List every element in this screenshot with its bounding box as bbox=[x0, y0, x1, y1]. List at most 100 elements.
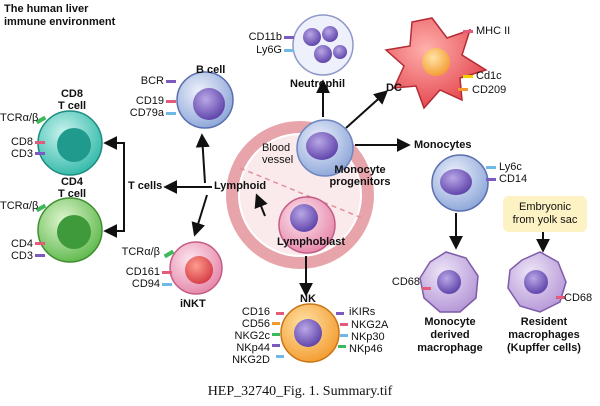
dc-marker-mhc-ii: MHC II bbox=[476, 25, 511, 37]
b-cell-marker-cd19: CD19 bbox=[135, 95, 164, 107]
inkt-marker-cd161: CD161 bbox=[125, 266, 160, 278]
inkt-cell-nucleus bbox=[185, 256, 213, 284]
mono-macrophage-title-2: derived bbox=[430, 329, 470, 341]
cd4-marker-tcr: TCRα/β bbox=[0, 200, 39, 212]
dc-nucleus bbox=[422, 48, 450, 76]
arrow-lymphoblast-to-lymphoid bbox=[254, 193, 268, 217]
nk-title: NK bbox=[300, 293, 316, 305]
figure-title-line-1: The human liver bbox=[4, 3, 89, 15]
b-cell-nucleus bbox=[193, 88, 225, 120]
nk-receptor bbox=[276, 312, 284, 315]
tcr-receptor bbox=[35, 203, 47, 213]
mono-macrophage-marker-cd68: CD68 bbox=[391, 276, 420, 288]
cd94-receptor bbox=[162, 283, 172, 286]
cd8-t-cell-title-2: T cell bbox=[57, 100, 87, 112]
cd1c-receptor bbox=[463, 75, 473, 78]
nk-marker-left-3: NKG2c bbox=[234, 330, 270, 342]
cd8-receptor bbox=[35, 141, 45, 144]
nk-receptor bbox=[272, 333, 280, 336]
arrow-to-cd8-t-cell bbox=[103, 136, 125, 187]
nk-cell-nucleus bbox=[294, 319, 322, 347]
cd4-marker-cd4: CD4 bbox=[10, 238, 33, 250]
cd209-receptor bbox=[458, 88, 468, 91]
nk-receptor bbox=[338, 345, 346, 348]
inkt-marker-tcr: TCRα/β bbox=[121, 246, 160, 258]
nk-marker-left-5: NKG2D bbox=[232, 354, 270, 366]
inkt-title: iNKT bbox=[180, 298, 206, 310]
mono-macrophage-title-1: Monocyte bbox=[424, 316, 476, 328]
yolk-sac-line-2: from yolk sac bbox=[512, 214, 578, 226]
lymphoid-label: Lymphoid bbox=[214, 180, 267, 192]
t-cells-label: T cells bbox=[128, 180, 163, 192]
lymphoblast-nucleus bbox=[290, 204, 318, 232]
nk-marker-right-1: iKIRs bbox=[349, 306, 376, 318]
inkt-marker-cd94: CD94 bbox=[131, 278, 160, 290]
neutrophil-marker-cd11b: CD11b bbox=[248, 31, 282, 43]
cd161-receptor bbox=[162, 271, 172, 274]
arrow-to-cd4-t-cell bbox=[103, 187, 125, 238]
nk-receptor bbox=[340, 334, 348, 337]
cd8-marker-cd8: CD8 bbox=[10, 136, 33, 148]
cd8-marker-tcr: TCRα/β bbox=[0, 112, 39, 124]
nk-marker-right-2: NKG2A bbox=[351, 319, 389, 331]
monocytes-title: Monocytes bbox=[414, 139, 472, 151]
neutrophil-nucleus-lobe bbox=[333, 45, 347, 59]
blood-vessel-ring bbox=[226, 121, 374, 269]
macrophage-nucleus bbox=[437, 270, 461, 294]
nk-receptor bbox=[336, 312, 344, 315]
nk-receptor bbox=[276, 355, 284, 358]
dc-marker-cd209: CD209 bbox=[472, 84, 507, 96]
dc-marker-cd1c: Cd1c bbox=[476, 70, 502, 82]
cd4-t-cell-title-1: CD4 bbox=[60, 176, 83, 188]
b-cell-marker-cd79a: CD79a bbox=[129, 107, 164, 119]
resident-macrophage-title-2: macrophages bbox=[508, 329, 580, 341]
monocyte-nucleus bbox=[440, 169, 472, 195]
monocyte-progenitor-nucleus bbox=[306, 132, 338, 160]
cd8-marker-cd3: CD3 bbox=[10, 148, 33, 160]
yolk-sac-line-1: Embryonic bbox=[519, 201, 571, 213]
figure-title-line-2: immune environment bbox=[4, 16, 116, 28]
dc-title: DC bbox=[386, 82, 402, 94]
blood-vessel-label-2: vessel bbox=[262, 154, 294, 166]
neutrophil-title: Neutrophil bbox=[290, 78, 345, 90]
arrow-to-b-cell bbox=[195, 133, 210, 184]
nk-marker-left-2: CD56 bbox=[241, 318, 270, 330]
nk-receptor bbox=[272, 322, 280, 325]
nk-marker-left-4: NKp44 bbox=[236, 342, 270, 354]
tcr-receptor bbox=[35, 115, 47, 125]
ly6g-receptor bbox=[284, 49, 294, 52]
lymphoblast-label: Lymphoblast bbox=[277, 236, 346, 248]
tcr-receptor bbox=[163, 249, 175, 259]
nk-receptor bbox=[272, 344, 280, 347]
neutrophil-marker-ly6g: Ly6G bbox=[256, 44, 282, 56]
nk-receptor bbox=[340, 323, 348, 326]
mhc-ii-receptor bbox=[463, 30, 473, 33]
resident-macrophage-title-1: Resident bbox=[520, 316, 568, 328]
monocyte-marker-ly6c: Ly6c bbox=[499, 161, 522, 173]
ly6c-receptor bbox=[486, 166, 496, 169]
cd4-marker-cd3: CD3 bbox=[10, 250, 33, 262]
cd11b-receptor bbox=[284, 36, 294, 39]
bcr-receptor bbox=[166, 80, 176, 83]
resident-macrophage-marker-cd68: CD68 bbox=[564, 292, 593, 304]
cd4-receptor bbox=[35, 242, 45, 245]
cd68-receptor bbox=[556, 296, 565, 299]
monocyte-progenitors-label-1: Monocyte bbox=[334, 164, 386, 176]
neutrophil-nucleus-lobe bbox=[303, 28, 321, 46]
cd4-t-cell-title-2: T cell bbox=[57, 188, 87, 200]
vessel-divider bbox=[239, 167, 363, 219]
arrow-to-dc bbox=[345, 90, 389, 129]
nk-marker-left-1: CD16 bbox=[241, 306, 270, 318]
neutrophil-nucleus-lobe bbox=[314, 45, 332, 63]
cd4-t-cell-nucleus bbox=[57, 215, 91, 249]
neutrophil-nucleus-lobe bbox=[322, 26, 338, 42]
cd3-receptor bbox=[35, 254, 45, 257]
macrophage-nucleus bbox=[524, 270, 548, 294]
b-cell-marker-bcr: BCR bbox=[140, 75, 164, 87]
yolk-sac-origin-box bbox=[503, 196, 587, 232]
figure-caption: HEP_32740_Fig. 1. Summary.tif bbox=[207, 384, 393, 399]
monocyte-marker-cd14: CD14 bbox=[499, 173, 528, 185]
cd8-t-cell-nucleus bbox=[57, 128, 91, 162]
b-cell-title: B cell bbox=[196, 64, 226, 76]
